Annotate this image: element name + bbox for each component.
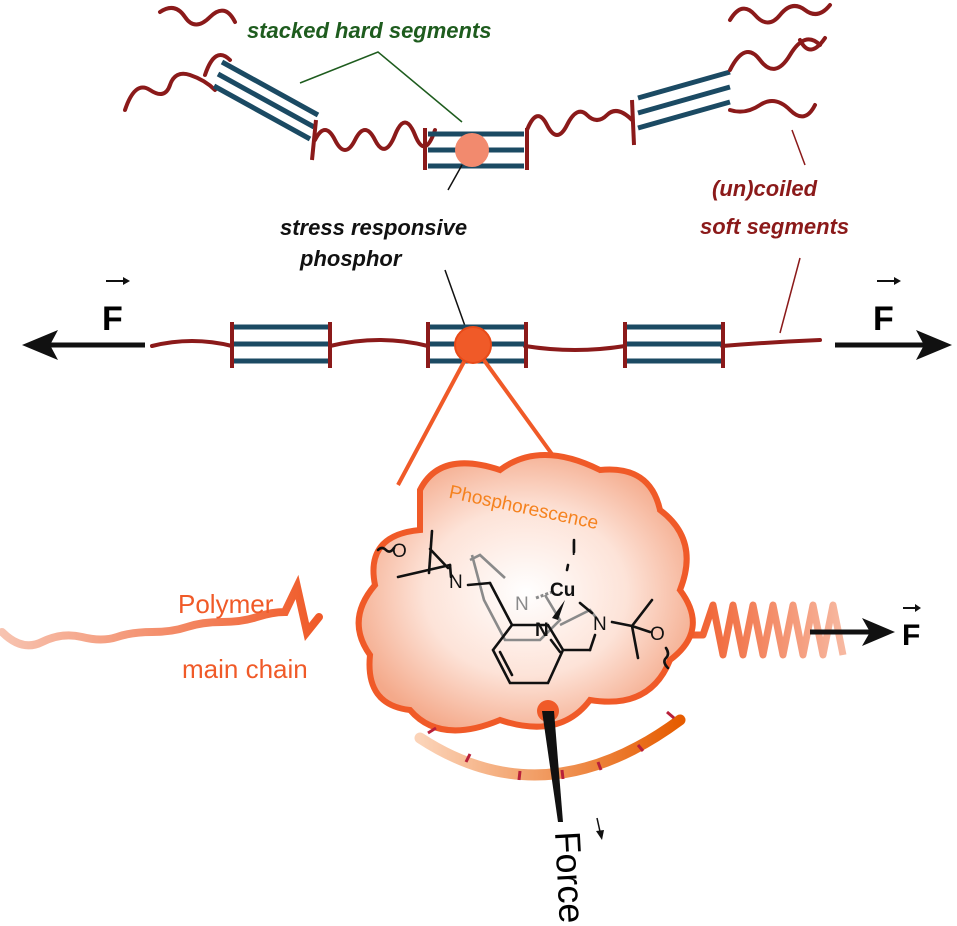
force-arrow-left: [22, 277, 145, 360]
soft-segment: [728, 99, 817, 119]
label-soft-line1: (un)coiled: [712, 176, 818, 201]
phosphor-dot: [455, 133, 489, 167]
force-label-chain: F: [902, 619, 920, 652]
label-phosphor-line2: phosphor: [299, 246, 403, 271]
force-label-left: F: [102, 300, 123, 338]
atom-label: Cu: [550, 580, 575, 601]
phosphor-dot-stretched: [454, 326, 492, 364]
coiled-chain: [123, 3, 832, 170]
soft-leader-line: [791, 129, 806, 166]
label-stacked-hard-segments: stacked hard segments: [247, 18, 492, 43]
force-label-right: F: [873, 300, 894, 338]
atom-label: N: [449, 572, 463, 593]
atom-label: N: [515, 594, 529, 615]
phosphor-leader-line: [447, 164, 463, 191]
soft-leader-line: [779, 257, 801, 334]
soft-segment: [123, 71, 217, 112]
atom-label: N: [535, 620, 549, 641]
atom-label: O: [650, 624, 665, 645]
force-arrow-chain: [810, 604, 921, 646]
force-arrow-right: [835, 277, 952, 360]
hard-leader-line: [299, 51, 463, 123]
force-gauge: [414, 700, 686, 840]
cu-complex-structure: O N Cu I N N N O: [376, 529, 670, 685]
soft-segment: [728, 37, 822, 72]
gauge-force-label: Force: [547, 830, 593, 924]
label-polymer-line2: main chain: [182, 654, 308, 684]
hard-segment-left: [212, 59, 320, 142]
label-soft-line2: soft segments: [700, 214, 849, 239]
polymer-main-chain: [0, 574, 323, 650]
atom-label: N: [593, 614, 607, 635]
label-polymer-line1: Polymer: [178, 589, 274, 619]
atom-label: I: [571, 539, 576, 560]
hard-segment-right: [637, 69, 731, 131]
soft-segment: [203, 53, 232, 77]
atom-label: O: [392, 541, 407, 562]
soft-segment: [525, 109, 634, 137]
hard-segment: [623, 322, 725, 368]
gauge-arc: [414, 714, 686, 781]
phosphorescence-cloud: [355, 452, 696, 734]
soft-segment: [313, 120, 437, 152]
soft-segment: [798, 36, 827, 52]
soft-segment: [728, 3, 832, 25]
gauge-ticks: [427, 710, 675, 781]
label-phosphor-line1: stress responsive: [280, 215, 467, 240]
gauge-needle: [542, 711, 563, 822]
hard-segment: [230, 322, 332, 368]
soft-segment: [158, 6, 237, 27]
